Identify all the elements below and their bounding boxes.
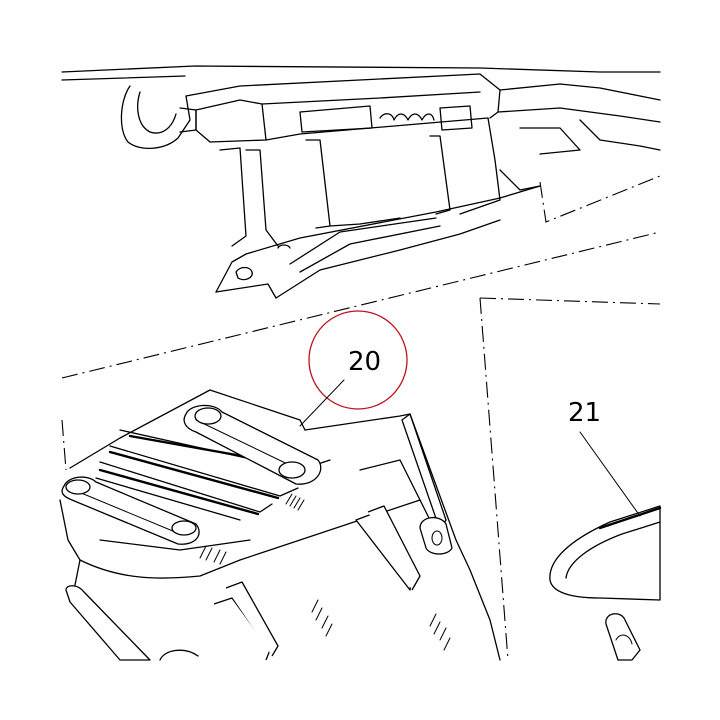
callout-20-label: 20 [348, 347, 381, 377]
callout-20-highlight-circle [308, 310, 408, 410]
callout-21-label: 21 [568, 398, 601, 428]
callout-20-leader [299, 379, 345, 427]
callout-20[interactable]: 20 [299, 310, 408, 427]
section-divider-lines [61, 175, 661, 661]
callout-21[interactable]: 21 [568, 398, 641, 517]
upper-frame-assembly [61, 65, 661, 299]
part-21-lens [549, 505, 662, 661]
callout-21-leader [579, 431, 641, 517]
part-20-cover [59, 389, 501, 661]
